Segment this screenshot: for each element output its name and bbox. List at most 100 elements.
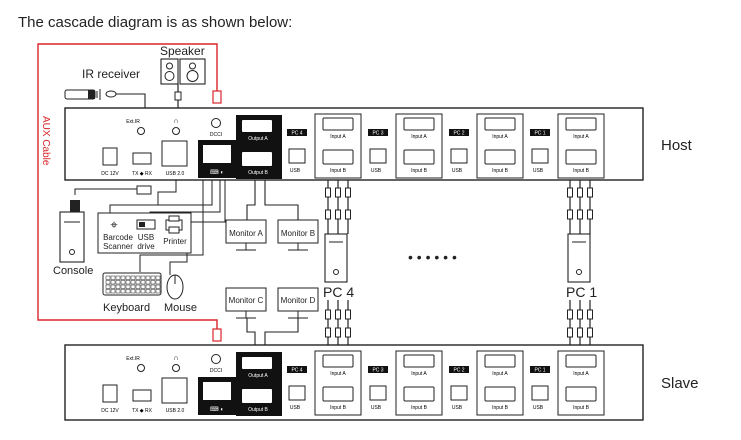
cable-plug <box>325 187 331 198</box>
host-pc-tag <box>530 129 550 136</box>
cable-plug <box>325 309 331 320</box>
monitor-d-label: Monitor D <box>281 296 316 305</box>
keyboard-key <box>105 280 111 285</box>
barcode-scanner-label-2: Scanner <box>103 242 133 251</box>
keyboard-key <box>135 284 141 289</box>
keyboard-key <box>150 280 156 285</box>
keyboard-key <box>110 280 116 285</box>
host-pc-tag-label: PC 4 <box>291 131 302 137</box>
slave-label: Slave <box>661 375 699 392</box>
host-input-b-label: Input B <box>492 168 509 174</box>
pc4-label: PC 4 <box>323 284 354 300</box>
monitor-d-cable <box>264 318 299 350</box>
host-dcci-label: DCCI <box>210 132 222 138</box>
slave-usb20-port <box>161 377 188 404</box>
cable-plug <box>577 309 583 320</box>
slave-pc-tag-label: PC 2 <box>453 368 464 374</box>
slave-input-a-port <box>484 354 516 368</box>
printer-icon <box>165 215 183 234</box>
slave-input-b-port <box>484 386 516 402</box>
host-output-a-port <box>242 120 272 132</box>
console-usb-cable <box>157 180 177 205</box>
cable-plug <box>587 187 593 198</box>
cable-plug <box>325 327 331 338</box>
diagram-heading: The cascade diagram is as shown below: <box>18 14 292 31</box>
slave-pc-tag-label: PC 4 <box>291 368 302 374</box>
host-input-frame <box>557 113 605 179</box>
keyboard-key <box>155 284 161 289</box>
keyboard-key <box>140 275 146 280</box>
host-input-a-label: Input A <box>573 134 589 140</box>
slave-output-a-label: Output A <box>248 373 268 379</box>
console-plug <box>70 200 80 212</box>
slave-dc-port <box>102 384 118 403</box>
keyboard-icon <box>102 272 162 296</box>
slave-input-frame <box>395 350 443 416</box>
keyboard-key <box>135 280 141 285</box>
slave-console-usb-port <box>203 382 231 400</box>
host-ext-ir-port <box>137 127 145 135</box>
keyboard-key <box>135 275 141 280</box>
slave-input-a-port <box>403 354 435 368</box>
usb-drive-label-2: drive <box>137 242 155 251</box>
aux-plug-top <box>212 90 222 104</box>
keyboard-key <box>125 289 131 294</box>
cable-plug <box>567 187 573 198</box>
host-pc-tag-label: PC 3 <box>372 131 383 137</box>
keyboard-key <box>140 289 146 294</box>
speaker-label: Speaker <box>160 44 205 58</box>
host-label: Host <box>661 137 693 154</box>
slave-input-b-port <box>403 386 435 402</box>
keyboard-key <box>105 275 111 280</box>
keyboard-key <box>130 280 136 285</box>
host-pc-tag <box>449 129 469 136</box>
console-label: Console <box>53 265 93 277</box>
slave-input-frame <box>557 350 605 416</box>
host-input-a-label: Input A <box>411 134 427 140</box>
keyboard-key <box>150 289 156 294</box>
cable-plug <box>335 209 341 220</box>
slave-usb-label: USB <box>452 405 463 411</box>
host-usb-label: USB <box>290 168 301 174</box>
monitor-b-label: Monitor B <box>281 229 315 238</box>
host-output-b-port <box>242 152 272 166</box>
host-ext-ir-label: Ext.IR <box>126 119 140 125</box>
host-txrx-port <box>132 152 152 165</box>
keyboard-key <box>155 280 161 285</box>
keyboard-key <box>130 289 136 294</box>
slave-input-a-label: Input A <box>492 371 508 377</box>
aux-plug-bottom <box>212 328 222 342</box>
cable-plug <box>345 209 351 220</box>
keyboard-label: Keyboard <box>103 302 150 314</box>
host-input-frame <box>395 113 443 179</box>
slave-txrx-label: TX ◆ RX <box>132 408 153 414</box>
host-input-b-port <box>565 149 597 165</box>
usb-hub-icon <box>136 185 152 195</box>
host-usb20-label: USB 2.0 <box>166 171 185 177</box>
cable-plug <box>577 327 583 338</box>
mouse-label: Mouse <box>164 302 197 314</box>
keyboard-key <box>155 275 161 280</box>
host-output-a-label: Output A <box>248 136 268 142</box>
cable-plug <box>567 309 573 320</box>
host-pc-tag-label: PC 1 <box>534 131 545 137</box>
slave-pc-tag <box>287 366 307 373</box>
host-input-b-label: Input B <box>411 168 428 174</box>
keyboard-key <box>115 284 121 289</box>
barcode-scanner-icon: ⌖ <box>110 217 118 232</box>
keyboard-key <box>120 280 126 285</box>
keyboard-key <box>145 289 151 294</box>
console-pc-icon <box>59 211 85 263</box>
host-usb-port <box>288 148 306 164</box>
host-input-frame <box>314 113 362 179</box>
cable-plug <box>567 327 573 338</box>
slave-input-b-label: Input B <box>330 405 347 411</box>
cable-plug <box>567 209 573 220</box>
keyboard-key <box>150 284 156 289</box>
printer-label: Printer <box>163 237 187 246</box>
host-input-a-label: Input A <box>330 134 346 140</box>
slave-ext-ir-label: Ext.IR <box>126 356 140 362</box>
